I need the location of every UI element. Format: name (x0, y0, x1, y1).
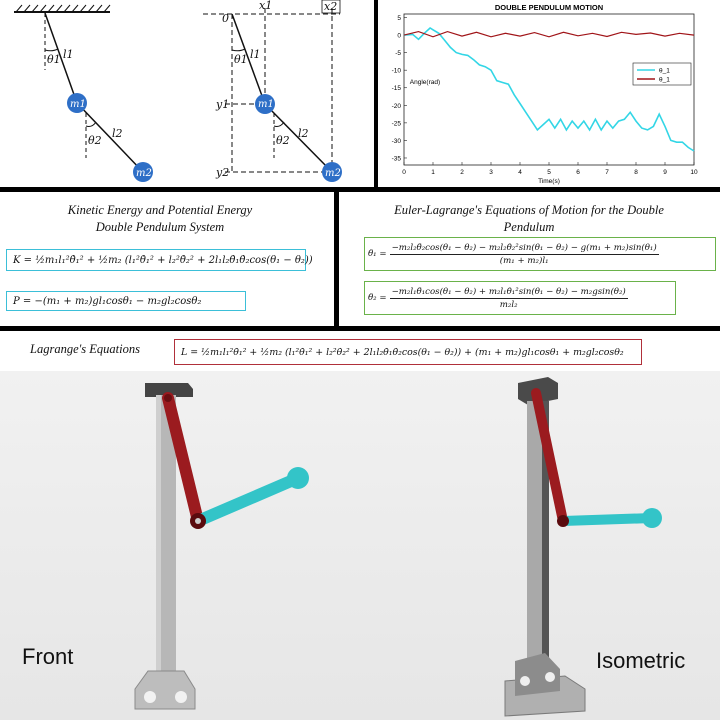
x-tick-label: 0 (402, 169, 406, 176)
eq1-denominator: (m₁ + m₂)l₁ (499, 255, 549, 266)
x-axis-label: Time(s) (538, 178, 560, 185)
chart-panel: DOUBLE PENDULUM MOTION 0 1 2 3 4 5 6 7 8 9 10 5 0 -5 -1… (378, 0, 720, 187)
isometric-link1 (531, 388, 568, 526)
legend-label-1: θ_1 (659, 68, 670, 75)
potential-energy-equation: P = −(m₁ + m₂)gl₁cosθ₁ − m₂gl₂cosθ₂ (6, 291, 246, 311)
kinetic-energy-equation: K = ½m₁l₁²θ̇₁² + ½m₂ (l₁²θ̇₁² + l₂²θ̇₂² … (6, 249, 313, 271)
right-x1-label: x1 (259, 0, 272, 12)
x-tick-label: 8 (634, 169, 638, 176)
eq1-lhs: θ̈₁ = (368, 249, 387, 259)
theta2-acceleration-equation: θ̈₂ = −m₂l₁θ̈₁cos(θ₁ − θ₂) + m₂l₁θ̇₁²sin… (364, 281, 676, 315)
y-tick-label: 0 (397, 33, 401, 40)
potential-energy-text: P = −(m₁ + m₂)gl₁cosθ₁ − m₂gl₂cosθ₂ (13, 295, 202, 307)
eq1-numerator: −m₂l₂θ̈₂cos(θ₁ − θ₂) − m₂l₂θ̇₂²sin(θ₁ − … (389, 242, 659, 255)
euler-lagrange-panel: Euler-Lagrange's Equations of Motion for… (339, 192, 720, 326)
left-theta1-label: θ1 (47, 53, 61, 66)
x-tick-label: 9 (663, 169, 667, 176)
lagrange-title: Lagrange's Equations (30, 342, 140, 356)
energy-title-line1: Kinetic Energy and Potential Energy (67, 203, 253, 217)
theta1-acceleration-equation: θ̈₁ = −m₂l₂θ̈₂cos(θ₁ − θ₂) − m₂l₂θ̇₂²sin… (364, 237, 716, 271)
left-theta2-label: θ2 (88, 134, 102, 147)
y-tick-label: -15 (392, 85, 402, 92)
right-l1-label: l1 (250, 48, 261, 61)
plot-area (403, 13, 695, 166)
angle-time-chart: DOUBLE PENDULUM MOTION 0 1 2 3 4 5 6 7 8 9 10 5 0 -5 -1… (392, 3, 698, 185)
energy-title-line2: Double Pendulum System (95, 220, 225, 234)
pendulum-3d-views (134, 377, 662, 717)
x-tick-label: 4 (518, 169, 522, 176)
right-m1-label: m1 (258, 99, 274, 110)
render-area (0, 371, 720, 720)
eq2-fraction: −m₂l₁θ̈₁cos(θ₁ − θ₂) + m₂l₁θ̇₁²sin(θ₁ − … (389, 286, 628, 310)
y-tick-label: -10 (392, 68, 402, 75)
front-view-label: Front (22, 644, 74, 669)
isometric-link2 (557, 508, 662, 528)
y-tick-label: -35 (392, 155, 402, 162)
y-axis-label: Angle(rad) (410, 79, 440, 86)
eq1-fraction: −m₂l₂θ̈₂cos(θ₁ − θ₂) − m₂l₂θ̇₂²sin(θ₁ − … (389, 242, 659, 266)
right-theta1-label: θ1 (234, 53, 248, 66)
right-x2-label: x2 (324, 0, 337, 13)
isometric-view-label: Isometric (596, 648, 686, 673)
front-stand (134, 383, 196, 710)
x-tick-label: 6 (576, 169, 580, 176)
series-line-2 (403, 30, 695, 38)
energy-title: Kinetic Energy and Potential Energy Doub… (0, 202, 320, 236)
y-tick-label: 5 (397, 15, 401, 22)
eq2-lhs: θ̈₂ = (368, 293, 387, 303)
right-theta2-label: θ2 (276, 134, 290, 147)
x-tick-label: 10 (690, 169, 698, 176)
front-link2 (190, 467, 309, 529)
right-y1-label: y1 (215, 98, 229, 111)
legend-label-2: θ_1 (659, 77, 670, 84)
kinetic-energy-text: K = ½m₁l₁²θ̇₁² + ½m₂ (l₁²θ̇₁² + l₂²θ̇₂² … (13, 254, 313, 266)
right-l2-label: l2 (298, 127, 309, 140)
y-tick-label: -30 (392, 138, 402, 145)
front-link1 (162, 392, 204, 527)
left-l1-label: l1 (63, 48, 74, 61)
energy-panel: Kinetic Energy and Potential Energy Doub… (0, 192, 334, 326)
eq2-numerator: −m₂l₁θ̈₁cos(θ₁ − θ₂) + m₂l₁θ̇₁²sin(θ₁ − … (389, 286, 628, 299)
chart-title: DOUBLE PENDULUM MOTION (495, 3, 603, 12)
x-tick-label: 1 (431, 169, 435, 176)
left-m1-label: m1 (70, 99, 86, 110)
lagrange-views-panel: Lagrange's Equations L = ½m₁l₁²θ̇₁² + ½m… (0, 331, 720, 720)
y-tick-label: -25 (392, 120, 402, 127)
euler-title-line1: Euler-Lagrange's Equations of Motion for… (394, 203, 664, 217)
y-tick-label: -5 (395, 50, 401, 57)
x-tick-label: 2 (460, 169, 464, 176)
y-tick-label: -20 (392, 103, 402, 110)
lagrangian-text: L = ½m₁l₁²θ̇₁² + ½m₂ (l₁²θ̇₁² + l₂²θ̇₂² … (181, 346, 624, 358)
isometric-stand (504, 377, 586, 717)
left-l2-label: l2 (112, 127, 123, 140)
pendulum-schematic-panel: θ1 l1 m1 θ2 l2 m2 0 x1 x2 y1 y2 θ1 l1 m1… (0, 0, 374, 187)
right-m2-label: m2 (325, 168, 341, 179)
x-tick-label: 7 (605, 169, 609, 176)
right-y2-label: y2 (215, 166, 229, 179)
x-tick-label: 3 (489, 169, 493, 176)
x-tick-label: 5 (547, 169, 551, 176)
left-m2-label: m2 (136, 168, 152, 179)
euler-title-line2: Pendulum (503, 220, 555, 234)
right-origin-label: 0 (222, 12, 229, 25)
series-line-1 (403, 27, 695, 152)
euler-title: Euler-Lagrange's Equations of Motion for… (349, 202, 709, 236)
pendulum-schematic: θ1 l1 m1 θ2 l2 m2 0 x1 x2 y1 y2 θ1 l1 m1… (14, 0, 342, 182)
eq2-denominator: m₂l₂ (499, 299, 518, 310)
lagrangian-equation: L = ½m₁l₁²θ̇₁² + ½m₂ (l₁²θ̇₁² + l₂²θ̇₂² … (174, 339, 642, 365)
